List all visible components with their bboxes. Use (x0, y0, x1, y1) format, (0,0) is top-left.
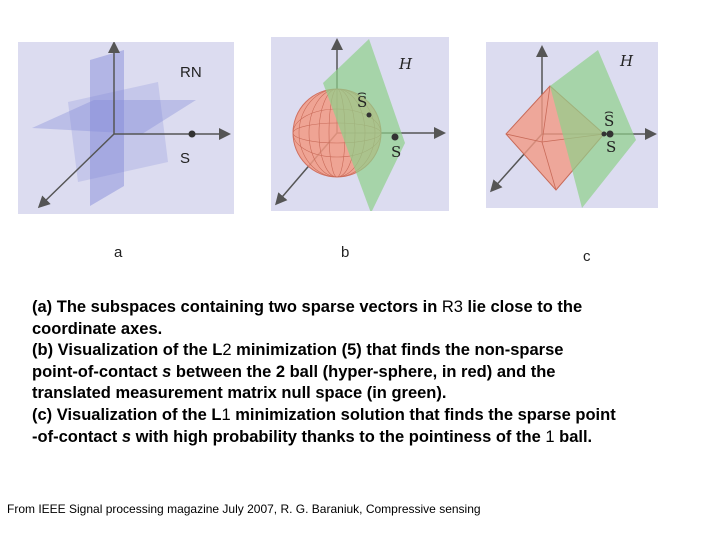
point-s (188, 130, 196, 138)
label-h: H (620, 52, 634, 70)
caption-c-line-2: -of-contact s with high probability than… (32, 427, 593, 446)
point-shat (366, 112, 372, 118)
null-space-plane (550, 50, 636, 208)
label-s: S (180, 150, 191, 167)
point-s (606, 130, 614, 138)
label-s-hat: ⌢S (604, 102, 615, 130)
label-s-hat: ⌢S (357, 83, 368, 111)
source-citation: From IEEE Signal processing magazine Jul… (7, 502, 481, 516)
caption-b-line-3: translated measurement matrix null space… (32, 384, 447, 403)
plane-vertical (90, 50, 124, 206)
panel-letter-a: a (114, 244, 123, 261)
panel-b-figure (275, 38, 446, 211)
point-shat (601, 131, 607, 137)
plane-diagonal (68, 82, 168, 182)
panel-letter-b: b (341, 244, 350, 261)
caption-b-line-1: (b) Visualization of the L2 minimization… (32, 341, 564, 360)
panel-c-figure (490, 45, 657, 208)
axis-y (37, 133, 115, 209)
caption-b-line-2: point-of-contact s between the 2 ball (h… (32, 362, 556, 381)
label-s: S (606, 138, 617, 156)
panel-letter-c: c (583, 248, 591, 265)
label-h: H (399, 55, 413, 73)
caption-a-line-2: coordinate axes. (32, 319, 163, 338)
figure-caption: (a) The subspaces containing two sparse … (32, 297, 692, 448)
null-space-plane (323, 39, 405, 211)
panel-c: H ⌢S S (486, 42, 658, 208)
panel-a: RN S (18, 42, 234, 214)
label-s: S (391, 143, 402, 161)
caption-a-line-1: (a) The subspaces containing two sparse … (32, 298, 583, 316)
panel-b: H ⌢S S (271, 37, 449, 211)
point-s (391, 133, 399, 141)
caption-c-line-1: (c) Visualization of the L1 minimization… (32, 405, 616, 424)
panel-a-figure (32, 42, 231, 209)
label-rn: RN (180, 64, 202, 81)
